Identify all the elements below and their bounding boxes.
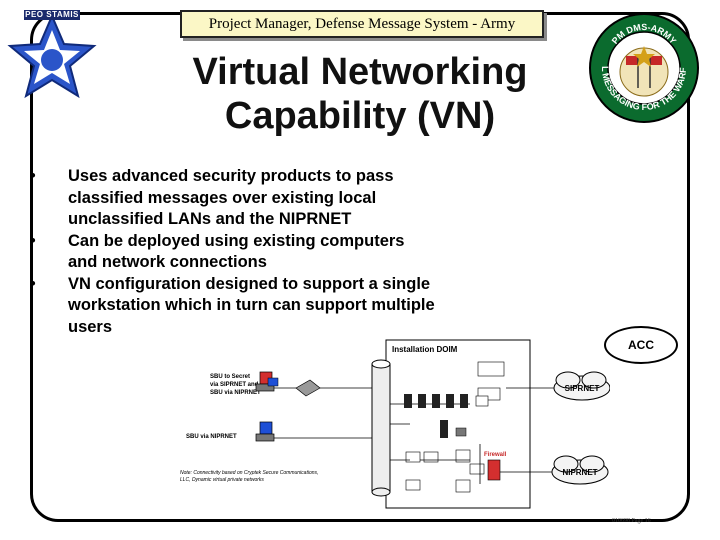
slide-title-line-2: Capability (VN): [224, 95, 496, 137]
bullet-line: workstation which in turn can support mu…: [68, 296, 435, 314]
bullet-item: • VN configuration designed to support a…: [26, 274, 486, 339]
slide-title: Virtual Networking Capability (VN): [150, 50, 570, 138]
bullet-marker: •: [30, 231, 36, 250]
note-line-2: LLC, Dynamic virtual private networks: [180, 477, 264, 483]
bullet-item: • Uses advanced security products to pas…: [26, 166, 486, 231]
note-line-1: Note: Connectivity based on Cryptek Secu…: [180, 470, 318, 476]
slide-title-line-1: Virtual Networking: [192, 51, 528, 93]
sbu-secret-label-2: via SIPRNET and: [210, 382, 259, 388]
header-banner: Project Manager, Defense Message System …: [180, 10, 544, 38]
page-footer: 010698 Page 16: [612, 518, 651, 524]
firewall-label: Firewall: [484, 452, 507, 458]
network-diagram: Installation DOIM SBU to Secret via SIPR…: [170, 334, 611, 512]
doim-title: Installation DOIM: [392, 345, 458, 354]
bullet-marker: •: [30, 274, 36, 293]
bullet-line: Uses advanced security products to pass: [68, 167, 394, 185]
bullet-line: and network connections: [68, 253, 267, 271]
peo-stamis-logo: [6, 8, 98, 104]
niprnet-cloud-icon: [551, 455, 609, 485]
firewall-icon: [487, 459, 501, 481]
peo-stamis-label: PEO STAMIS: [24, 10, 80, 20]
bullet-list: • Uses advanced security products to pas…: [26, 166, 486, 338]
niprnet-label: NIPRNET: [562, 468, 597, 477]
sbu-secret-label-1: SBU to Secret: [210, 374, 250, 380]
star-emblem-icon: [7, 13, 97, 99]
workstation-secret-icon: [255, 371, 279, 392]
workstation-nipr-icon: [255, 421, 275, 442]
acc-oval: ACC: [604, 326, 678, 364]
pm-dms-army-seal: GLOBAL MESSAGING FOR THE WARFIGHTER PM D…: [584, 4, 700, 124]
bullet-marker: •: [30, 167, 36, 185]
bullet-line: unclassified LANs and the NIPRNET: [68, 210, 352, 228]
siprnet-cloud-icon: [553, 371, 611, 401]
siprnet-label: SIPRNET: [565, 384, 600, 393]
slide-frame: [30, 12, 690, 522]
lan-backbone-icon: [371, 359, 391, 497]
bullet-line: VN configuration designed to support a s…: [68, 274, 431, 293]
sbu-nipr-label: SBU via NIPRNET: [186, 434, 237, 440]
doim-servers-icon: [404, 361, 505, 493]
bullet-line: classified messages over existing local: [68, 188, 377, 207]
crypto-device-icon: [295, 379, 321, 397]
bullet-line: users: [68, 317, 113, 336]
bullet-item: • Can be deployed using existing compute…: [26, 231, 486, 274]
sbu-secret-label-3: SBU via NIPRNET: [210, 390, 261, 396]
bullet-line: Can be deployed using existing computers: [68, 231, 405, 250]
